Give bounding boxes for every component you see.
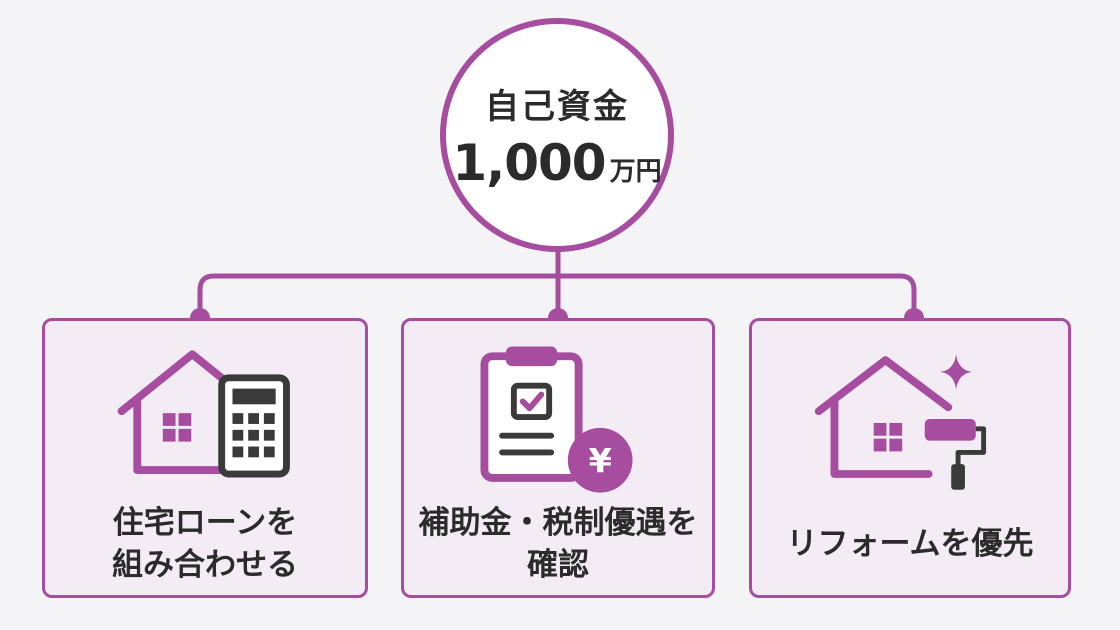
svg-text:¥: ¥ (589, 441, 612, 480)
card-subsidy-tax: ¥ 補助金・税制優遇を 確認 (401, 318, 715, 598)
sparkle-icon (940, 354, 972, 390)
connector-path (197, 250, 917, 318)
card-label-line: 住宅ローンを (112, 505, 298, 541)
card-label: 補助金・税制優遇を 確認 (404, 499, 712, 589)
center-amount-unit: 万円 (609, 156, 662, 187)
card-renovation: リフォームを優先 (749, 318, 1071, 598)
clipboard-yen-icon: ¥ (480, 346, 633, 493)
card-label: リフォームを優先 (752, 499, 1068, 589)
house-paint-roller-icon (814, 354, 987, 490)
card-label-line: 補助金・税制優遇を (418, 505, 698, 541)
card-label-line: 組み合わせる (112, 547, 298, 583)
card-housing-loan: 住宅ローンを 組み合わせる (42, 318, 368, 598)
center-circle: 自己資金 1,000 万円 (440, 18, 674, 252)
center-amount: 1,000 万円 (452, 134, 661, 192)
center-title: 自己資金 (485, 86, 629, 127)
card-label: 住宅ローンを 組み合わせる (45, 499, 365, 589)
center-amount-number: 1,000 (452, 133, 606, 192)
card-label-line: リフォームを優先 (786, 526, 1034, 562)
card-label-line: 確認 (527, 547, 589, 583)
house-calculator-icon (117, 350, 290, 478)
